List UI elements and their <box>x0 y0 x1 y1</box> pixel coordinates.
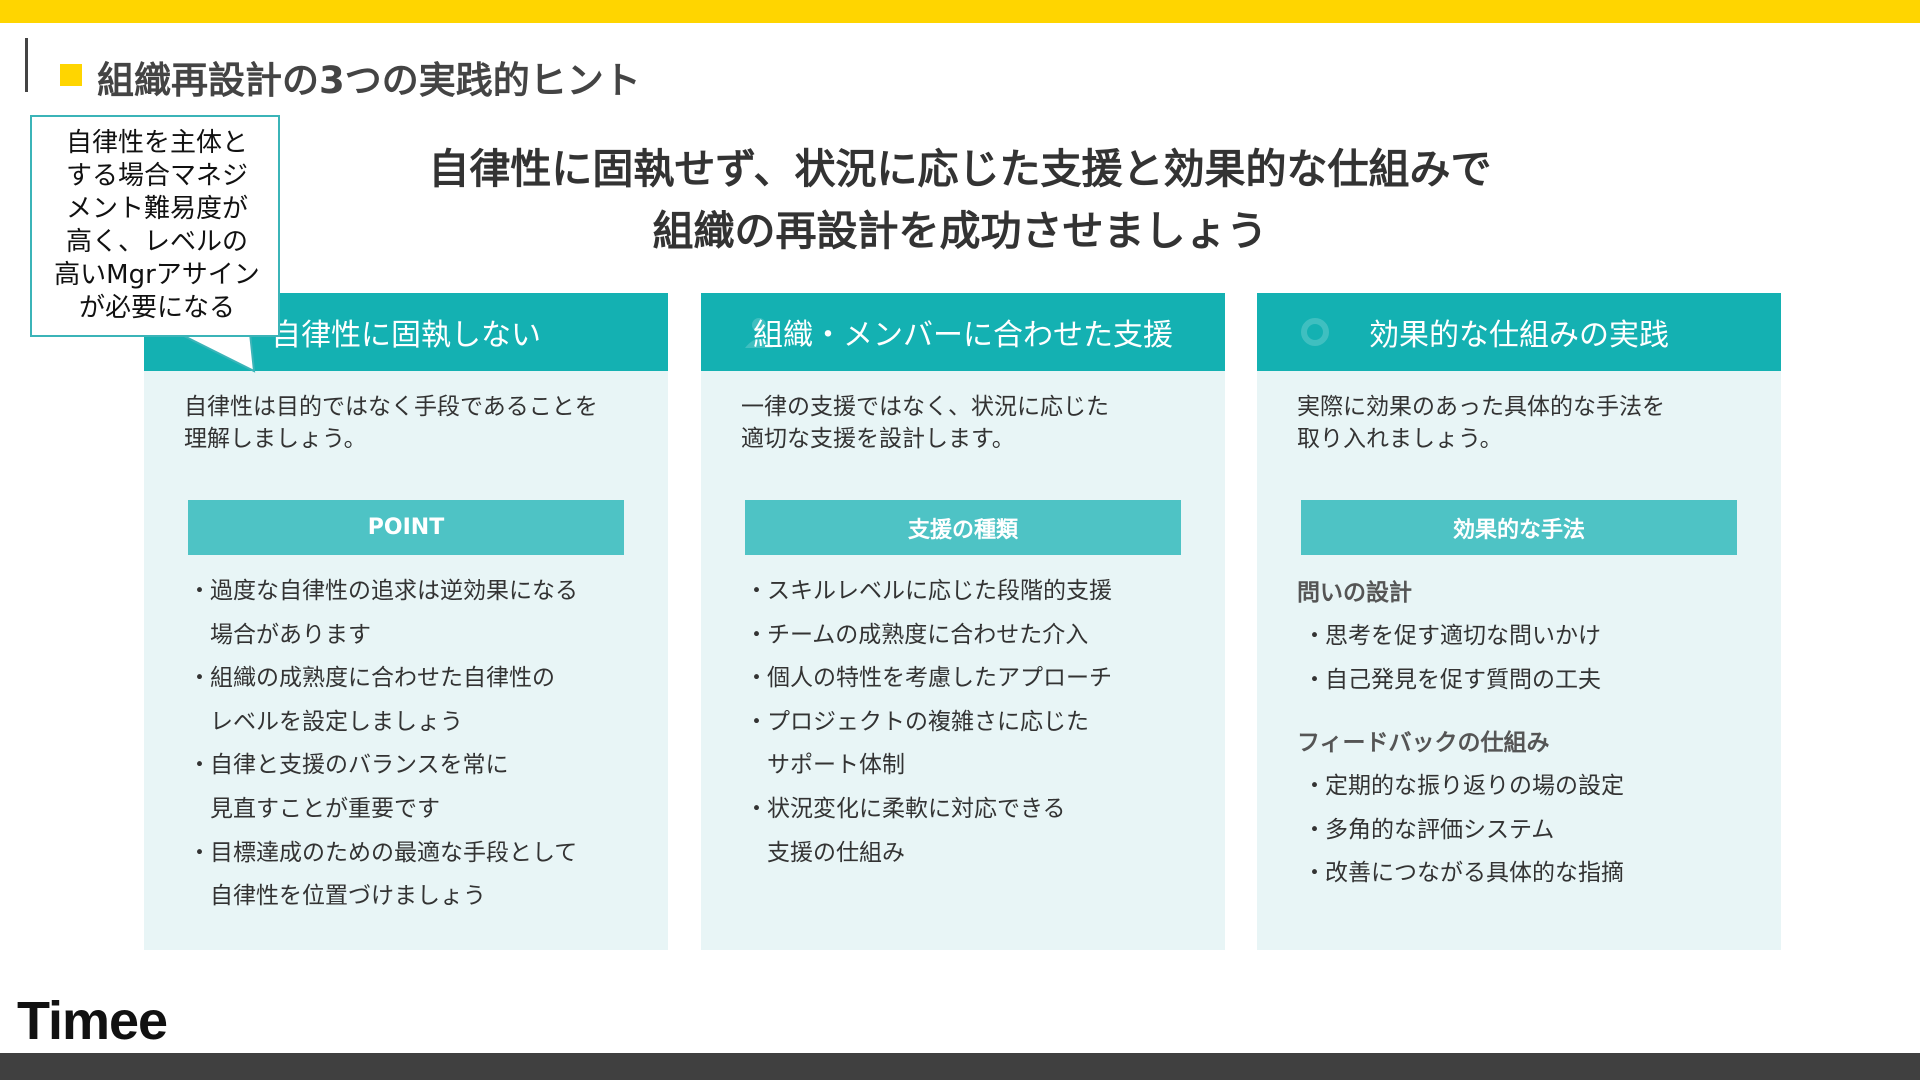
card-subheader: 支援の種類 <box>745 500 1181 555</box>
desc-line: 実際に効果のあった具体的な手法を <box>1297 394 1665 420</box>
list-item: ・多角的な評価システム <box>1303 816 1555 843</box>
people-icon <box>745 318 773 348</box>
callout-note: 自律性を主体と する場合マネジ メント難易度が 高く、レベルの 高いMgrアサイ… <box>30 115 280 337</box>
brand-logo: Timee <box>17 991 168 1051</box>
callout-line: 自律性を主体と <box>65 128 248 158</box>
callout-line: 高いMgrアサイン <box>54 260 260 290</box>
headline: 自律性に固執せず、状況に応じた支援と効果的な仕組みで 組織の再設計を成功させまし… <box>330 138 1590 262</box>
method-sections: 問いの設計 ・思考を促す適切な問いかけ ・自己発見を促す質問の工夫 フィードバッ… <box>1297 572 1624 896</box>
card-subheader: 効果的な手法 <box>1301 500 1737 555</box>
bullet-list: ・スキルレベルに応じた段階的支援 ・チームの成熟度に合わせた介入 ・個人の特性を… <box>745 570 1112 875</box>
list-item-cont: 支援の仕組み <box>767 839 905 866</box>
card-subheader: POINT <box>188 500 624 555</box>
list-item: ・スキルレベルに応じた段階的支援 <box>745 578 1112 604</box>
title-rule <box>25 38 28 92</box>
callout-line: メント難易度が <box>65 194 248 224</box>
list-item: ・改善につながる具体的な指摘 <box>1303 860 1624 887</box>
card-autonomy: 自律性に固執しない 自律性は目的ではなく手段であることを 理解しましょう。 PO… <box>144 293 668 950</box>
headline-line-2: 組織の再設計を成功させましょう <box>652 207 1268 255</box>
list-item: ・定期的な振り返りの場の設定 <box>1303 773 1624 800</box>
bullet-list: ・思考を促す適切な問いかけ ・自己発見を促す質問の工夫 <box>1297 615 1624 702</box>
list-item-cont: レベルを設定しましょう <box>210 708 463 735</box>
desc-line: 一律の支援ではなく、状況に応じた <box>741 394 1109 420</box>
list-item: ・個人の特性を考慮したアプローチ <box>745 665 1112 692</box>
list-item-cont: 自律性を位置づけましょう <box>210 883 486 910</box>
card-mechanisms: 効果的な仕組みの実践 実際に効果のあった具体的な手法を 取り入れましょう。 効果… <box>1257 293 1781 950</box>
callout-text: 自律性を主体と する場合マネジ メント難易度が 高く、レベルの 高いMgrアサイ… <box>32 127 282 325</box>
card-title: 自律性に固執しない <box>271 318 541 353</box>
list-item: ・自律と支援のバランスを常に <box>188 752 509 779</box>
desc-line: 取り入れましょう。 <box>1297 426 1503 452</box>
bullet-list: ・過度な自律性の追求は逆効果になる 場合があります ・組織の成熟度に合わせた自律… <box>188 570 578 919</box>
list-item-cont: サポート体制 <box>767 752 905 779</box>
slide-title: 組織再設計の3つの実践的ヒント <box>97 59 641 102</box>
bullet-list: ・定期的な振り返りの場の設定 ・多角的な評価システム ・改善につながる具体的な指… <box>1297 765 1624 896</box>
title-square-marker <box>60 64 82 86</box>
list-item: ・組織の成熟度に合わせた自律性の <box>188 665 555 692</box>
list-item: ・思考を促す適切な問いかけ <box>1303 623 1601 649</box>
callout-line: する場合マネジ <box>65 161 248 191</box>
list-item: ・自己発見を促す質問の工夫 <box>1303 666 1601 693</box>
list-item-cont: 場合があります <box>210 621 371 648</box>
headline-line-1: 自律性に固執せず、状況に応じた支援と効果的な仕組みで <box>428 145 1492 193</box>
list-item: ・目標達成のための最適な手段として <box>188 839 578 866</box>
desc-line: 理解しましょう。 <box>184 426 367 452</box>
card-header: 効果的な仕組みの実践 <box>1257 293 1781 371</box>
callout-tail <box>177 333 256 373</box>
card-title: 組織・メンバーに合わせた支援 <box>753 318 1173 353</box>
desc-line: 自律性は目的ではなく手段であることを <box>184 394 598 420</box>
top-accent-bar <box>0 0 1920 23</box>
card-title: 効果的な仕組みの実践 <box>1369 318 1669 353</box>
list-item: ・プロジェクトの複雑さに応じた <box>745 708 1089 735</box>
card-support: 組織・メンバーに合わせた支援 一律の支援ではなく、状況に応じた 適切な支援を設計… <box>701 293 1225 950</box>
gear-icon <box>1301 318 1329 346</box>
card-description: 一律の支援ではなく、状況に応じた 適切な支援を設計します。 <box>741 391 1109 455</box>
section-title: フィードバックの仕組み <box>1297 730 1550 757</box>
callout-line: 高く、レベルの <box>65 227 248 257</box>
list-item-cont: 見直すことが重要です <box>210 795 440 822</box>
list-item: ・過度な自律性の追求は逆効果になる <box>188 578 578 604</box>
callout-line: が必要になる <box>78 293 235 323</box>
card-description: 実際に効果のあった具体的な手法を 取り入れましょう。 <box>1297 391 1665 455</box>
list-item: ・状況変化に柔軟に対応できる <box>745 795 1066 822</box>
section-title: 問いの設計 <box>1297 580 1412 606</box>
card-header: 組織・メンバーに合わせた支援 <box>701 293 1225 371</box>
card-description: 自律性は目的ではなく手段であることを 理解しましょう。 <box>184 391 598 455</box>
desc-line: 適切な支援を設計します。 <box>741 426 1015 452</box>
list-item: ・チームの成熟度に合わせた介入 <box>745 621 1089 648</box>
footer-bar <box>0 1053 1920 1080</box>
